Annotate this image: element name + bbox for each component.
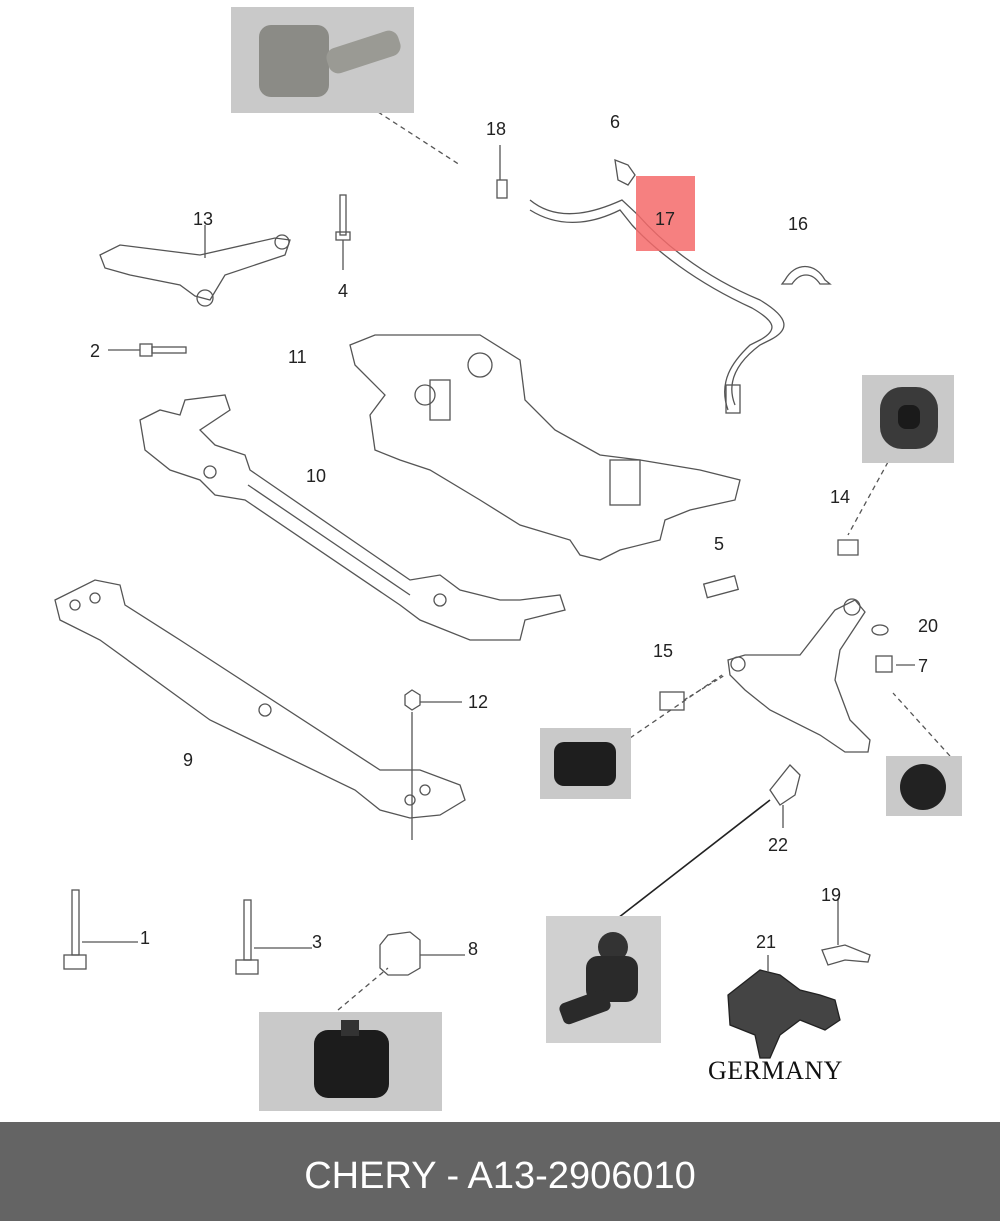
photo-bushing-bracket [231,7,414,113]
part-12-nut [404,689,421,711]
callout-10: 10 [306,466,327,486]
photo-bushing-14 [862,375,954,463]
part-7 [875,655,893,673]
photo-mount-8 [259,1012,442,1111]
callout-1: 1 [140,928,151,948]
callout-20: 20 [918,616,939,636]
part-13-arm [99,237,291,301]
part-10-crossmember [139,394,566,641]
callout-18: 18 [486,119,507,139]
part-22 [769,764,801,806]
callout-4: 4 [338,281,349,301]
callout-11: 11 [288,347,307,367]
callout-5: 5 [714,534,725,554]
leader-line [847,461,889,536]
part-number-caption: CHERY - A13-2906010 [304,1155,696,1197]
part-19 [821,944,871,966]
callout-9: 9 [183,750,194,770]
part-13-bushing [196,289,214,307]
leader-line [617,799,771,919]
photo-bushing-15 [540,728,631,799]
callout-2: 2 [90,341,101,361]
part-16-clamp [780,265,832,285]
callout-7: 7 [918,656,929,676]
leader-line [337,967,389,1011]
callout-8: 8 [468,939,479,959]
lower-control-arm [727,599,871,753]
callout-6: 6 [610,112,621,132]
part-17-link [725,384,741,414]
leader-line [892,692,951,757]
callout-22: 22 [768,835,789,855]
part-15-bushing [659,691,685,711]
callout-13: 13 [193,209,214,229]
part-5 [702,575,740,599]
brand-stamp: GERMANY [708,1056,843,1085]
part-20 [871,624,889,636]
part-14 [837,539,859,556]
part-3-head [235,959,259,975]
part-21-ball-joint [727,969,841,1059]
footer-bar: CHERY - A13-2906010 [0,1122,1000,1221]
callout-14: 14 [830,487,851,507]
callout-21: 21 [756,932,777,952]
part-8-mount [379,931,421,976]
photo-bushing-7 [886,756,962,816]
leader-line [629,674,723,739]
callout-12: 12 [468,692,489,712]
part-11-subframe [349,334,741,561]
part-13-bushing [274,234,290,250]
callout-19: 19 [821,885,842,905]
part-4-bolt [339,194,347,236]
parts-diagram: 1 2 3 4 5 6 7 8 9 10 11 12 13 14 15 16 1… [54,7,962,1111]
leader-line [377,111,461,166]
callout-3: 3 [312,932,323,952]
part-18 [496,179,508,199]
part-11-mount [609,459,641,506]
photo-ball-joint-22 [546,916,661,1043]
callout-16: 16 [788,214,809,234]
part-17-stabilizer-bar [529,199,785,406]
part-9-crossmember [54,579,466,819]
part-3-bolt [243,899,252,961]
part-6 [614,158,636,186]
highlighted-part-marker [636,176,695,251]
part-1-head [63,954,87,970]
part-1-bolt [71,889,80,956]
diagram-lines [54,111,951,1059]
callout-17: 17 [655,209,676,229]
callout-15: 15 [653,641,674,661]
